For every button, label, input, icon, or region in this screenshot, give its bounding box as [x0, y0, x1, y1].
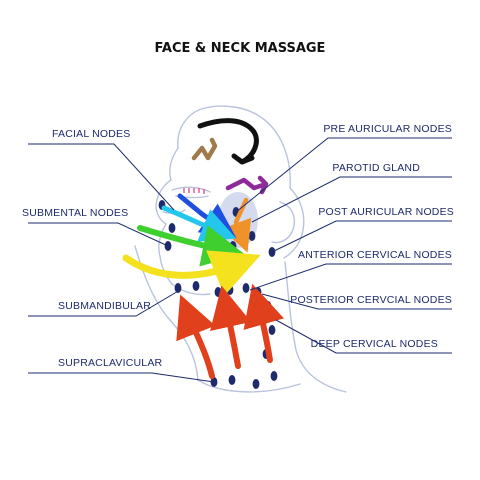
label-facial-nodes: FACIAL NODES [52, 128, 130, 140]
lymph-node [268, 325, 276, 335]
red-neck-arrow-3 [243, 283, 284, 363]
eye-lashes [183, 188, 205, 194]
lymph-node [242, 283, 250, 293]
label-supraclavicular: SUPRACLAVICULAR [58, 357, 163, 369]
red-neck-arrow-1 [176, 294, 216, 379]
lymph-node [229, 241, 237, 251]
green-jaw-arrow [137, 225, 245, 267]
brown-brow-arrow [191, 137, 218, 161]
massage-arrows [122, 118, 284, 379]
lymph-node [248, 231, 256, 241]
lymph-node [264, 301, 272, 311]
label-parotid-gland: PAROTID GLAND [332, 162, 420, 174]
label-submental-nodes: SUBMENTAL NODES [22, 207, 128, 219]
lymph-node [252, 379, 260, 389]
lymph-node [270, 371, 278, 381]
purple-temple-arrow [225, 175, 269, 195]
label-posterior-cervical-nodes: POSTERIOR CERVCIAL NODES [290, 294, 452, 306]
lymph-node [192, 281, 200, 291]
label-pre-auricular-nodes: PRE AURICULAR NODES [323, 123, 452, 135]
label-anterior-cervical-nodes: ANTERIOR CERVICAL NODES [298, 249, 452, 261]
label-submandibular: SUBMANDIBULAR [58, 300, 151, 312]
label-deep-cervical-nodes: DEEP CERVICAL NODES [311, 338, 438, 350]
black-forehead-arrow [197, 118, 259, 165]
lymph-node [168, 223, 176, 233]
head-outline [134, 105, 347, 393]
yellow-chin-arrow [122, 250, 261, 296]
diagram-title: FACE & NECK MASSAGE [155, 41, 326, 56]
leader-lines [28, 137, 452, 383]
label-post-auricular-nodes: POST AURICULAR NODES [318, 206, 454, 218]
lymph-node-group [158, 200, 278, 389]
red-neck-arrow-2 [210, 285, 252, 369]
lymph-node [226, 285, 234, 295]
lymph-node [228, 375, 236, 385]
lymph-node [214, 287, 222, 297]
